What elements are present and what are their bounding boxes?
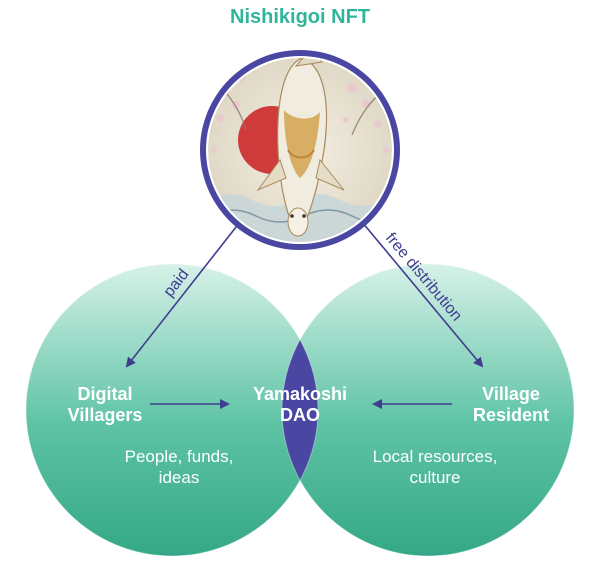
village-resident-label: Village Resident bbox=[472, 384, 550, 425]
diagram-title: Nishikigoi NFT bbox=[230, 6, 370, 28]
left-circle bbox=[26, 264, 318, 556]
village-resident-desc: Local resources, culture bbox=[372, 447, 498, 487]
koi-icon bbox=[256, 58, 345, 238]
yamakoshi-dao-label: Yamakoshi DAO bbox=[252, 384, 348, 425]
paid-arrow bbox=[125, 221, 241, 368]
digital-villagers-label: Digital Villagers bbox=[67, 384, 143, 425]
digital-villagers-desc: People, funds, ideas bbox=[124, 447, 234, 487]
right-circle bbox=[282, 264, 574, 556]
free-distribution-arrow bbox=[361, 221, 484, 368]
koi-medallion bbox=[200, 50, 400, 250]
